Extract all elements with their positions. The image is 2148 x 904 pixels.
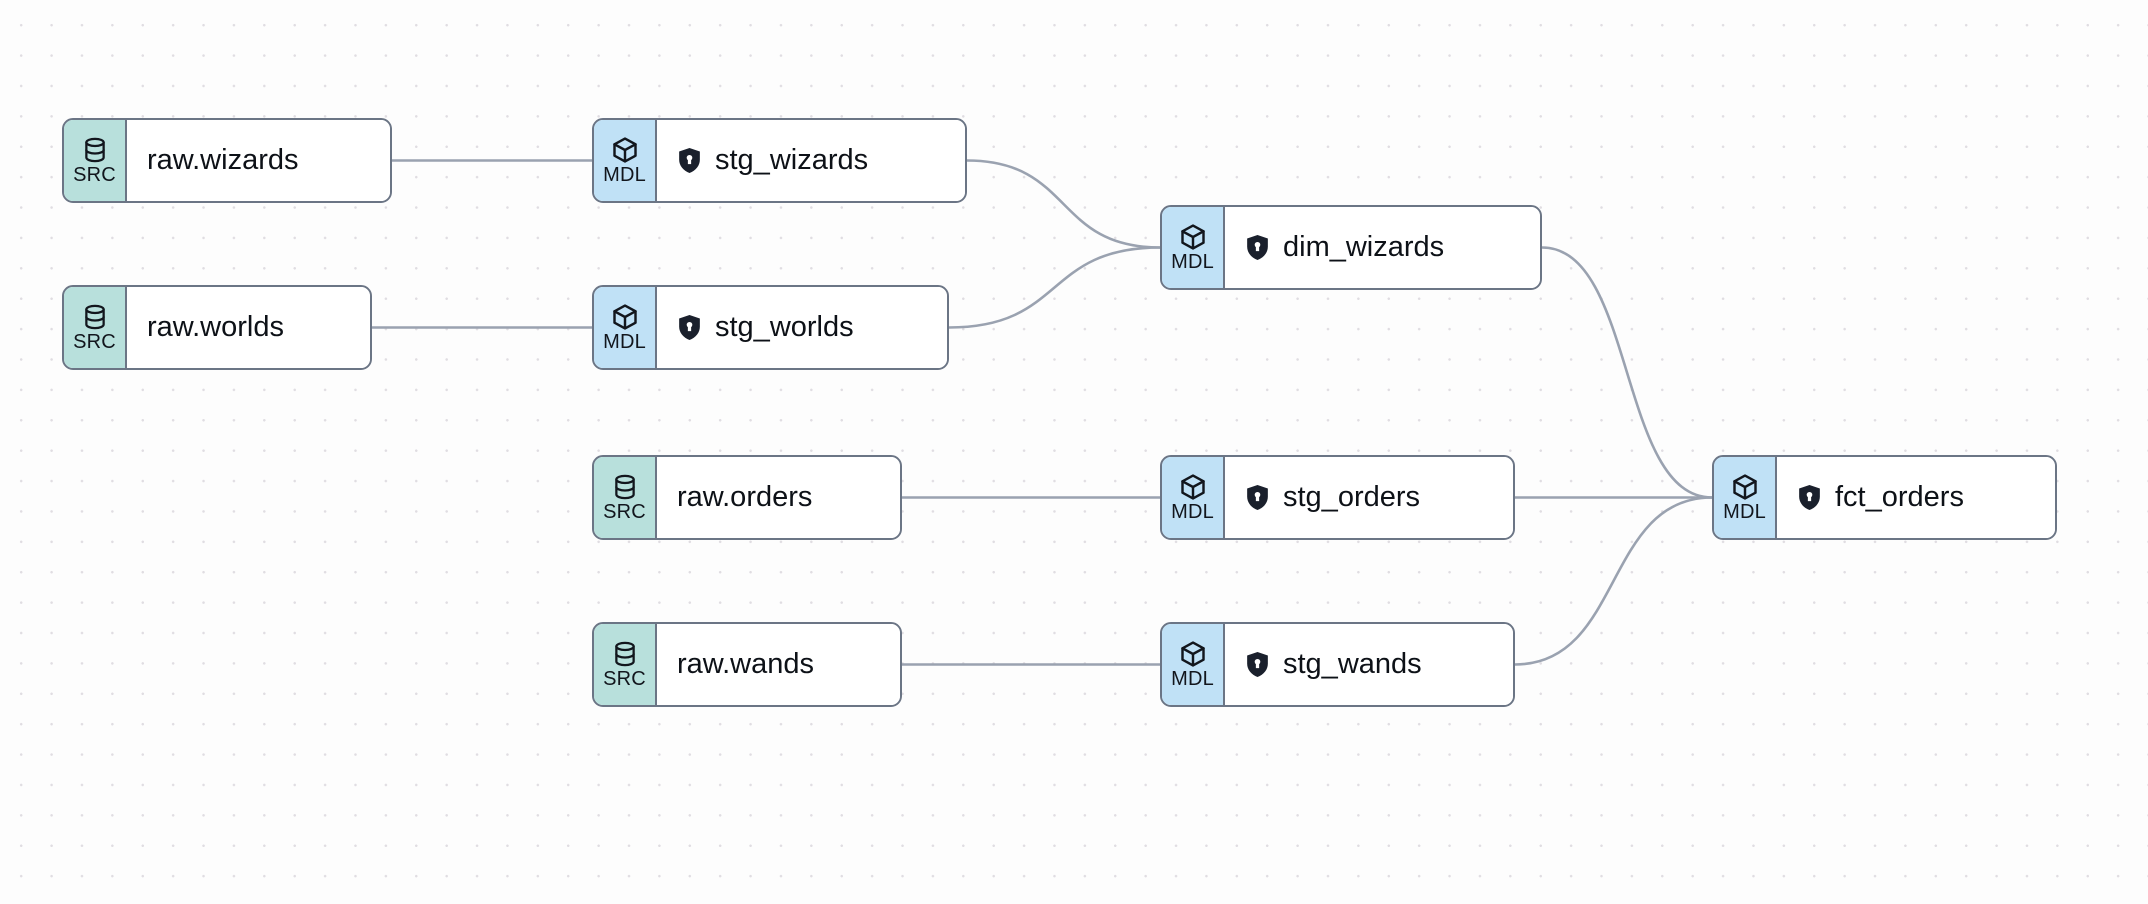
node-label: raw.wands (677, 648, 815, 680)
node-kind-label: SRC (603, 667, 646, 690)
node-badge-src: SRC (594, 457, 657, 538)
node-badge-mdl: MDL (1162, 624, 1225, 705)
cube-icon (611, 136, 639, 164)
database-icon (82, 304, 108, 331)
node-body: stg_wands (1225, 624, 1513, 705)
node-badge-mdl: MDL (1714, 457, 1777, 538)
node-badge-src: SRC (594, 624, 657, 705)
node-kind-label: MDL (1723, 501, 1766, 523)
node-stg_worlds[interactable]: MDL stg_worlds (592, 285, 949, 370)
database-icon (82, 137, 108, 164)
shield-lock-icon (1245, 484, 1270, 511)
node-badge-mdl: MDL (1162, 207, 1225, 288)
node-raw_orders[interactable]: SRC raw.orders (592, 455, 902, 540)
node-badge-src: SRC (64, 287, 127, 368)
node-body: raw.worlds (127, 287, 370, 368)
node-body: raw.wands (657, 624, 900, 705)
node-kind-label: SRC (73, 330, 116, 353)
cube-icon (1179, 223, 1207, 251)
node-kind-label: MDL (1171, 501, 1214, 523)
edge-stg_wands-to-fct_orders (1513, 496, 1714, 666)
cube-icon (1179, 640, 1207, 668)
node-fct_orders[interactable]: MDL fct_orders (1712, 455, 2057, 540)
node-raw_worlds[interactable]: SRC raw.worlds (62, 285, 372, 370)
node-label: dim_wizards (1283, 231, 1445, 263)
node-badge-src: SRC (64, 120, 127, 201)
shield-lock-icon (1245, 651, 1270, 678)
node-kind-label: MDL (1171, 668, 1214, 690)
database-icon (612, 474, 638, 501)
edge-stg_worlds-to-dim_wizards (947, 246, 1162, 329)
node-kind-label: SRC (603, 500, 646, 523)
shield-lock-icon (677, 147, 702, 174)
node-body: dim_wizards (1225, 207, 1540, 288)
node-body: stg_worlds (657, 287, 947, 368)
node-stg_orders[interactable]: MDL stg_orders (1160, 455, 1515, 540)
cube-icon (1179, 473, 1207, 501)
node-label: raw.orders (677, 481, 813, 513)
node-label: stg_wands (1283, 648, 1422, 680)
node-label: raw.wizards (147, 144, 299, 176)
node-body: raw.wizards (127, 120, 390, 201)
shield-lock-icon (1247, 652, 1268, 677)
node-stg_wizards[interactable]: MDL stg_wizards (592, 118, 967, 203)
node-stg_wands[interactable]: MDL stg_wands (1160, 622, 1515, 707)
shield-lock-icon (1245, 234, 1270, 261)
node-label: stg_orders (1283, 481, 1421, 513)
shield-lock-icon (1799, 485, 1820, 510)
node-label: raw.worlds (147, 311, 284, 343)
node-label: fct_orders (1835, 481, 1964, 513)
database-icon (612, 641, 638, 668)
shield-lock-icon (1247, 235, 1268, 260)
node-label: stg_wizards (715, 144, 869, 176)
shield-lock-icon (679, 315, 700, 340)
node-raw_wizards[interactable]: SRC raw.wizards (62, 118, 392, 203)
node-kind-label: MDL (1171, 251, 1214, 273)
shield-lock-icon (1247, 485, 1268, 510)
node-body: raw.orders (657, 457, 900, 538)
shield-lock-icon (679, 148, 700, 173)
node-label: stg_worlds (715, 311, 854, 343)
node-kind-label: MDL (603, 331, 646, 353)
shield-lock-icon (677, 314, 702, 341)
node-badge-mdl: MDL (594, 120, 657, 201)
node-body: stg_orders (1225, 457, 1513, 538)
cube-icon (1731, 473, 1759, 501)
edge-stg_wizards-to-dim_wizards (965, 159, 1162, 249)
cube-icon (611, 303, 639, 331)
node-raw_wands[interactable]: SRC raw.wands (592, 622, 902, 707)
node-badge-mdl: MDL (594, 287, 657, 368)
node-dim_wizards[interactable]: MDL dim_wizards (1160, 205, 1542, 290)
shield-lock-icon (1797, 484, 1822, 511)
node-body: fct_orders (1777, 457, 2055, 538)
node-kind-label: SRC (73, 163, 116, 186)
edge-dim_wizards-to-fct_orders (1540, 246, 1714, 499)
node-body: stg_wizards (657, 120, 965, 201)
node-badge-mdl: MDL (1162, 457, 1225, 538)
node-kind-label: MDL (603, 164, 646, 186)
